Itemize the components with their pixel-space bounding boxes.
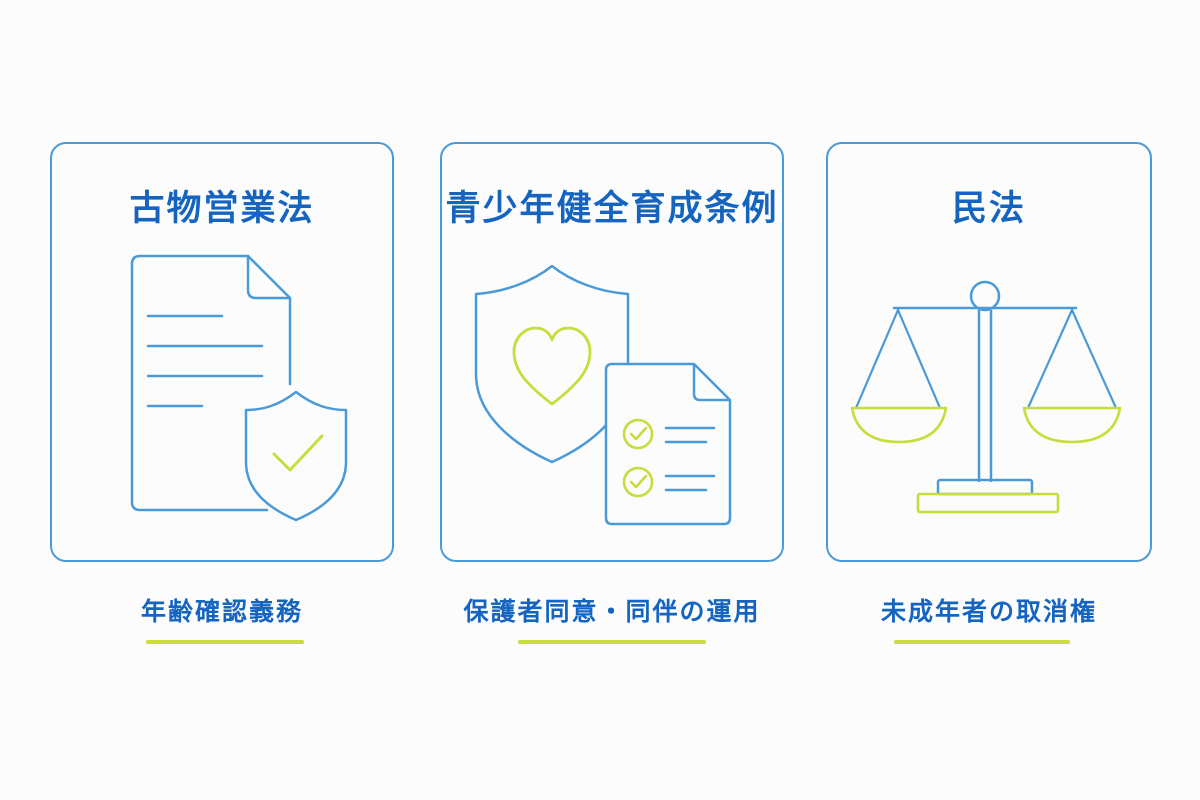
card: 古物営業法 — [50, 142, 394, 562]
card: 青少年健全育成条例 — [440, 142, 784, 562]
card-caption: 未成年者の取消権 — [880, 597, 1097, 626]
card-title: 民法 — [951, 189, 1026, 229]
panel-civil-code: 民法 未成年者の取消権 — [826, 0, 1186, 800]
panel-youth-protection-ordinance: 青少年健全育成条例 保護者同意・同伴の運用 — [440, 0, 800, 800]
card-title: 青少年健全育成条例 — [445, 189, 779, 229]
card-caption: 年齢確認義務 — [140, 597, 303, 626]
card: 民法 — [826, 142, 1152, 562]
caption-underline — [146, 640, 304, 644]
caption-underline — [518, 640, 706, 644]
caption-underline — [894, 640, 1070, 644]
panel-antique-dealers-act: 古物営業法 年齢確認義務 — [50, 0, 410, 800]
card-title: 古物営業法 — [129, 189, 315, 229]
card-caption: 保護者同意・同伴の運用 — [463, 597, 761, 626]
